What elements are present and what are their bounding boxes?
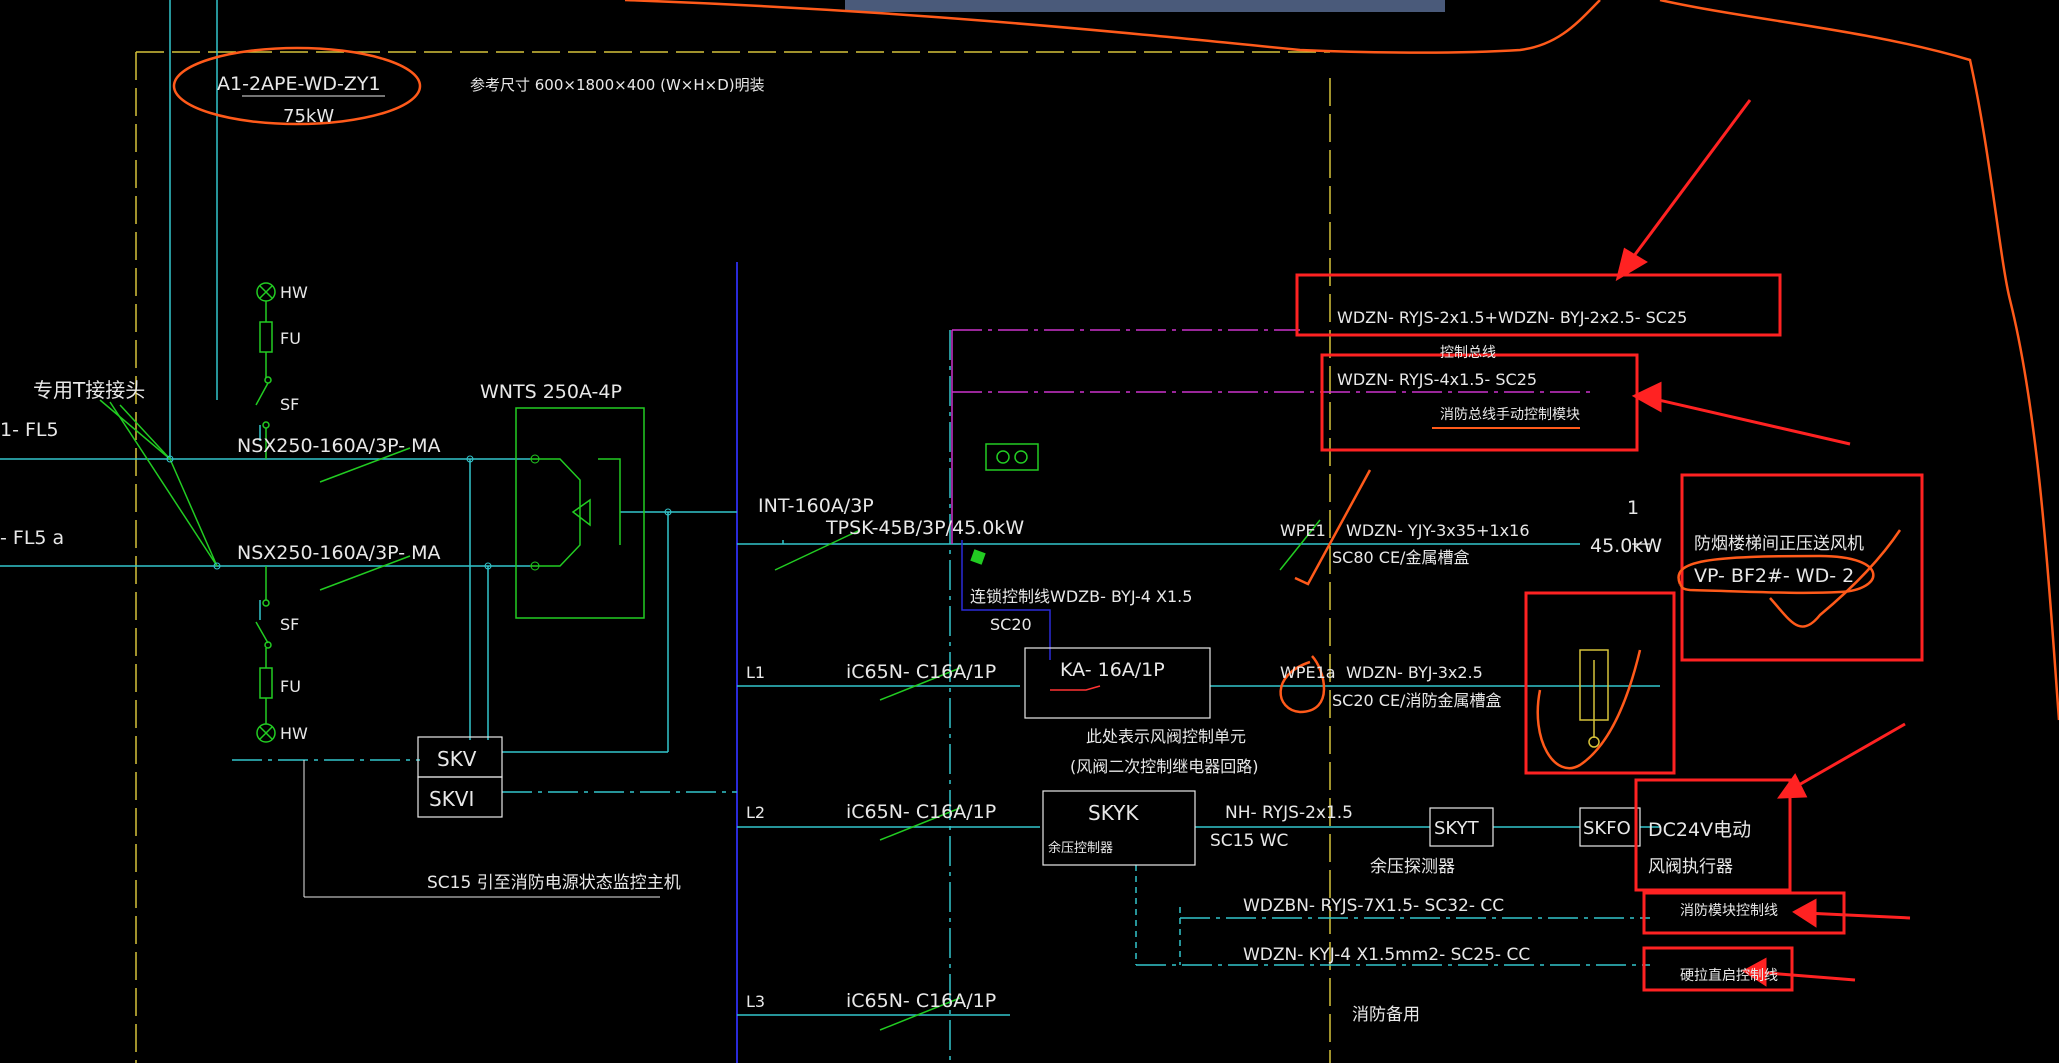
feeder-2-label: - FL5 a [0,527,64,549]
interlock-line [961,540,1051,660]
control-line-2-label: 消防总线手动控制模块 [1440,407,1580,423]
wpe1-label: WPE1 [1280,521,1326,540]
l2-breaker-label: iC65N- C16A/1P [846,801,996,823]
tap-label: 专用T接接头 [33,378,145,402]
skyk-sub-label: 余压控制器 [1048,840,1113,856]
fraction-top: 1 [1627,497,1639,519]
bus-lines [169,0,951,1063]
incoming-feeders [0,425,737,793]
ats-box [515,407,645,619]
tpsk-label: TPSK-45B/3P/45.0kW [825,517,1024,539]
skvi-box [417,776,503,818]
ka-contact [1050,685,1101,691]
ka-label: KA- 16A/1P [1060,659,1165,681]
signal-chain-lower [255,566,276,743]
dashed-frame [135,51,1331,1063]
l3-label: L3 [746,992,765,1011]
skyk-box [1042,790,1196,866]
skyt-caption: 余压探测器 [1370,857,1455,877]
conduit-l2-label: SC15 WC [1210,831,1288,851]
monitor-note: SC15 引至消防电源状态监控主机 [427,873,681,893]
signal-chain-upper [255,282,276,459]
junction-3 [466,455,474,463]
tap-lines [99,399,411,591]
sf-label-1: SF [280,395,299,414]
junction-4 [484,562,492,570]
red-markup-arrows [1615,99,1911,987]
skvi-label: SKVI [429,787,474,811]
ctrl-line-2: WDZN- KYJ-4 X1.5mm2- SC25- CC [1243,945,1530,965]
l3-breaker-label: iC65N- C16A/1P [846,990,996,1012]
cable-1-label: WDZN- YJY-3x35+1x16 [1346,521,1530,540]
fu-label-1: FU [280,329,301,348]
skyt-box [1429,807,1494,847]
junction-2 [213,562,221,570]
spare-label: 消防备用 [1352,1005,1420,1025]
note-2: (风阀二次控制继电器回路) [1070,757,1259,776]
ka-box [1024,647,1211,719]
skyk-label: SKYK [1088,801,1139,825]
l1-breaker-label: iC65N- C16A/1P [846,661,996,683]
control-bus [951,329,1590,544]
cable-l2-label: NH- RYJS-2x1.5 [1225,803,1353,823]
ref-size: 参考尺寸 600×1800×400 (W×H×D)明装 [470,76,765,94]
int-switch-label: INT-160A/3P [758,495,874,517]
valve-end [1588,736,1600,748]
control-line-2: WDZN- RYJS-4x1.5- SC25 [1337,370,1537,389]
top-toolbar-strip [845,0,1445,12]
junction-1 [166,455,174,463]
ats-label: WNTS 250A-4P [480,381,622,403]
cable-l1-label: WDZN- BYJ-3x2.5 [1346,663,1483,682]
control-line-1: WDZN- RYJS-2x1.5+WDZN- BYJ-2x2.5- SC25 [1337,308,1687,327]
skyt-label: SKYT [1434,818,1480,839]
interlock-sc: SC20 [990,615,1032,634]
orange-markup [172,0,2059,770]
sf-label-2: SF [280,615,299,634]
ctrl-line-2-label: 硬拉直启控制线 [1680,967,1778,984]
note-1: 此处表示风阀控制单元 [1086,727,1246,746]
relay-coil-2 [1014,450,1028,464]
conduit-1-label: SC80 CE/金属槽盒 [1332,548,1469,567]
feeder-1-label: 1- FL5 [0,419,59,441]
hw-label-2: HW [280,724,308,743]
junction-5 [664,508,672,516]
ats-terminal-2 [530,561,540,571]
interlock-marker [970,549,986,565]
main-breakers [774,519,1321,1031]
skfo-label: SKFO [1583,818,1631,839]
fan-id: VP- BF2#- WD- 2 [1694,565,1854,587]
relay-box [985,443,1039,471]
panel-id: A1-2APE-WD-ZY1 [217,73,381,95]
red-markup-boxes [1295,273,1924,992]
l2-label: L2 [746,803,765,822]
relay-coil-1 [996,450,1010,464]
fan-name: 防烟楼梯间正压送风机 [1694,534,1864,554]
wpe1a-label: WPE1a [1280,663,1336,682]
ats-terminal-1 [530,454,540,464]
panel-power: 75kW [283,106,334,127]
ctrl-line-1: WDZBN- RYJS-7X1.5- SC32- CC [1243,896,1504,916]
interlock-label: 连锁控制线WDZB- BYJ-4 X1.5 [970,587,1192,606]
skv-label: SKV [437,747,477,771]
fu-label-2: FU [280,677,301,696]
ctrl-line-1-label: 消防模块控制线 [1680,903,1778,919]
skfo-box [1579,807,1641,847]
main-feeder [737,540,1660,1016]
breaker-1-label: NSX250-160A/3P- MA [237,435,441,457]
actuator-line-1: DC24V电动 [1648,819,1751,841]
control-line-1-label: 控制总线 [1440,345,1496,361]
actuator-line-2: 风阀执行器 [1648,857,1733,877]
conduit-l1-label: SC20 CE/消防金属槽盒 [1332,691,1501,710]
fraction-bottom: 45.0kW [1590,535,1662,557]
hw-label-1: HW [280,283,308,302]
breaker-2-label: NSX250-160A/3P- MA [237,542,441,564]
l1-label: L1 [746,663,765,682]
